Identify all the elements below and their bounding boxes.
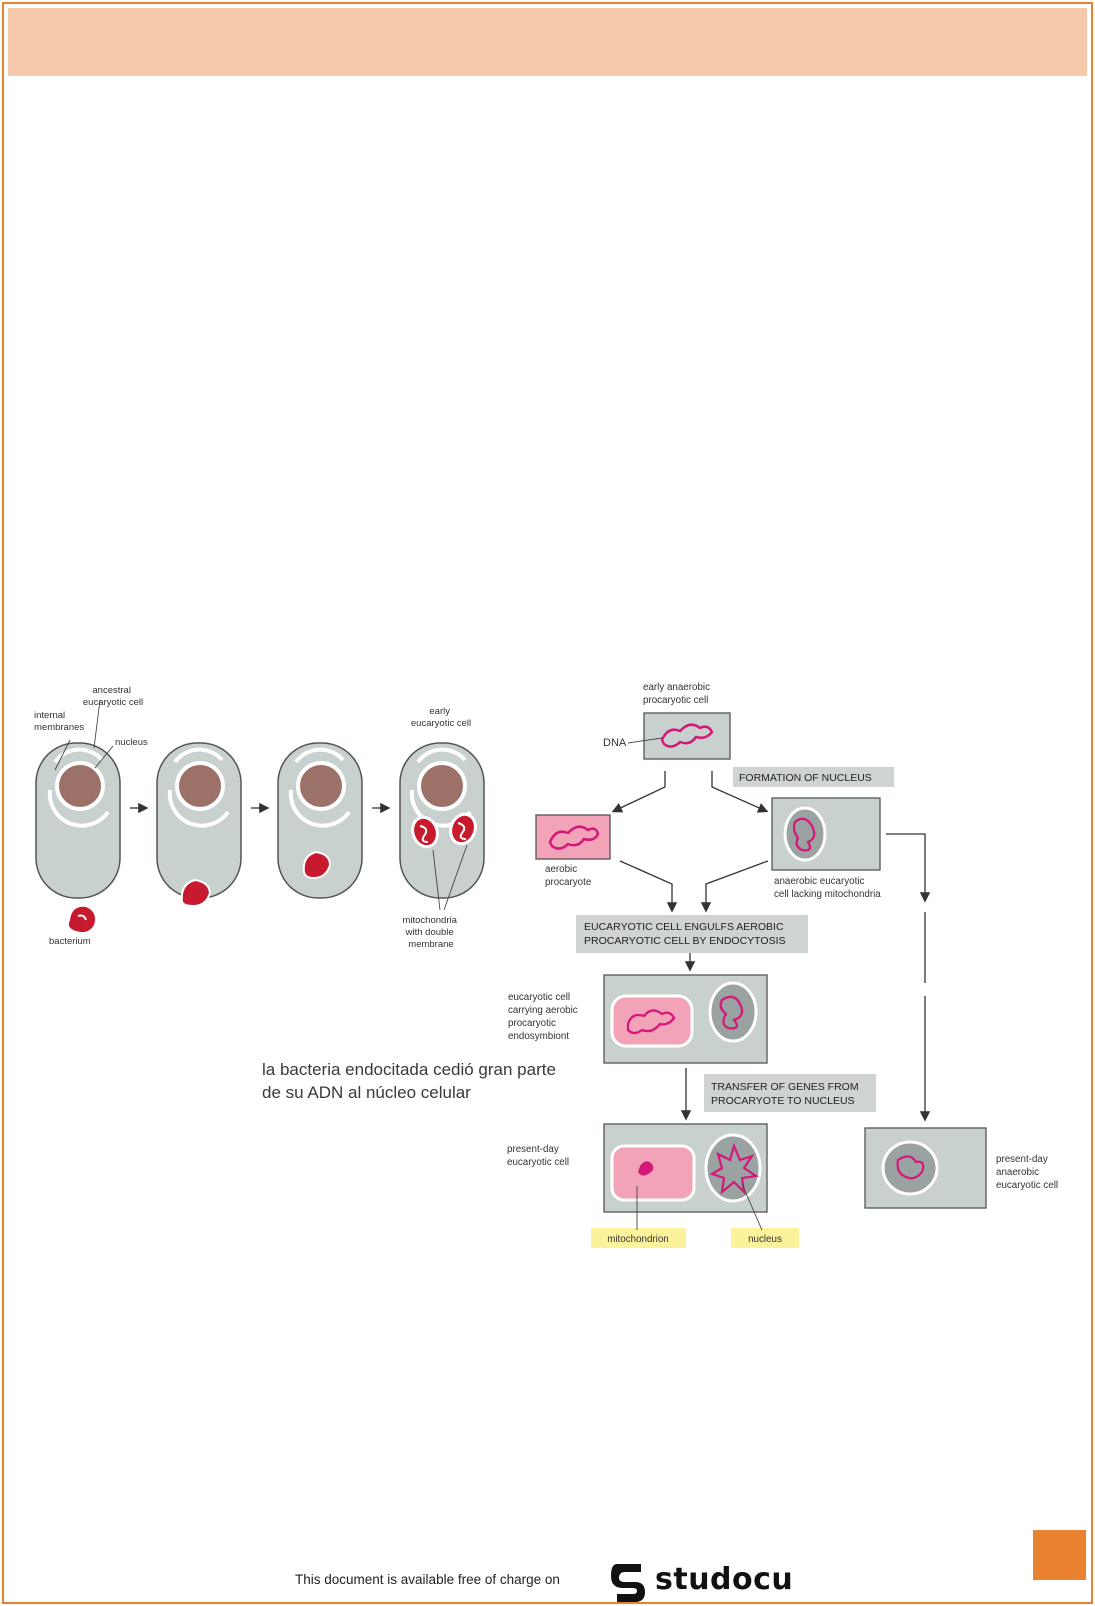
anaerobic-eucaryotic-cell	[771, 797, 881, 871]
label-early-anaerobic: early anaerobic procaryotic cell	[643, 682, 713, 706]
label-present-day-anaerobic: present-day anaerobic eucaryotic cell	[996, 1154, 1058, 1191]
label-ancestral-line: eucaryotic cell	[83, 697, 143, 708]
label-anaerobic-eucaryotic-line: cell lacking mitochondria	[774, 889, 881, 900]
label-transfer-line: PROCARYOTE TO NUCLEUS	[711, 1095, 855, 1107]
label-early-eucaryotic-line: early	[429, 706, 450, 717]
label-present-day-line: eucaryotic cell	[507, 1157, 569, 1168]
label-nucleus-left: nucleus	[115, 737, 148, 748]
left-figure	[35, 699, 485, 933]
label-present-day-anaerobic-line: eucaryotic cell	[996, 1180, 1058, 1191]
label-carrying-line: carrying aerobic	[508, 1005, 578, 1016]
label-early-eucaryotic: early eucaryotic cell	[411, 706, 471, 729]
label-present-day-line: present-day	[507, 1144, 559, 1155]
label-formation-of-nucleus: FORMATION OF NUCLEUS	[739, 772, 872, 784]
transfer-box	[704, 1074, 876, 1112]
label-mitochondria-line: mitochondria	[402, 915, 457, 926]
label-early-anaerobic-line: procaryotic cell	[643, 695, 708, 706]
label-early-anaerobic-line: early anaerobic	[643, 682, 710, 693]
caption: la bacteria endocitada cedió gran parte …	[262, 1060, 556, 1102]
intermediate-cell	[277, 742, 363, 899]
label-mitochondrion: mitochondrion	[607, 1234, 669, 1245]
early-eucaryotic-cell	[399, 742, 485, 899]
label-mitochondria-line: with double	[405, 927, 454, 938]
label-carrying-line: endosymbiont	[508, 1031, 569, 1042]
engulfing-cell	[156, 742, 242, 908]
right-labels: early anaerobic procaryotic cell DNA FOR…	[507, 682, 1058, 1245]
nucleus-highlight	[731, 1228, 799, 1248]
label-present-day: present-day eucaryotic cell	[507, 1144, 569, 1168]
present-day-anaerobic-cell	[864, 1127, 987, 1209]
footer: This document is available free of charg…	[295, 1560, 815, 1604]
bacterium	[68, 906, 95, 933]
label-present-day-anaerobic-line: anaerobic	[996, 1167, 1039, 1178]
present-day-cell	[603, 1123, 768, 1213]
engulfs-box	[576, 915, 808, 953]
label-bacterium: bacterium	[49, 936, 91, 947]
label-internal-membranes-line: membranes	[34, 722, 84, 733]
aerobic-procaryote	[535, 814, 611, 860]
label-transfer: TRANSFER OF GENES FROM PROCARYOTE TO NUC…	[711, 1081, 862, 1107]
label-mitochondria-line: membrane	[408, 939, 453, 950]
studocu-brand-name[interactable]: studocu	[655, 1562, 794, 1597]
label-internal-membranes-line: internal	[34, 710, 65, 721]
label-engulfs-line: EUCARYOTIC CELL ENGULFS AEROBIC	[584, 921, 784, 933]
label-early-eucaryotic-line: eucaryotic cell	[411, 718, 471, 729]
label-aerobic-procaryote-line: aerobic	[545, 864, 577, 875]
label-transfer-line: TRANSFER OF GENES FROM	[711, 1081, 859, 1093]
label-mitochondria-double: mitochondria with double membrane	[402, 915, 459, 950]
ancestral-cell	[35, 742, 121, 899]
label-aerobic-procaryote-line: procaryote	[545, 877, 592, 888]
left-labels: ancestral eucaryotic cell internal membr…	[34, 685, 471, 950]
left-leader-lines	[54, 699, 468, 911]
formation-of-nucleus-box	[733, 767, 894, 787]
label-aerobic-procaryote: aerobic procaryote	[545, 864, 592, 888]
page-number-box	[1033, 1530, 1086, 1580]
footer-text: This document is available free of charg…	[295, 1572, 560, 1587]
label-internal-membranes: internal membranes	[34, 710, 84, 733]
label-present-day-anaerobic-line: present-day	[996, 1154, 1048, 1165]
label-anaerobic-eucaryotic: anaerobic eucaryotic cell lacking mitoch…	[774, 876, 881, 900]
label-ancestral: ancestral eucaryotic cell	[83, 685, 143, 708]
label-carrying-endosymbiont: eucaryotic cell carrying aerobic procary…	[508, 992, 580, 1042]
mitochondrion-highlight	[591, 1228, 686, 1248]
header-band	[8, 8, 1087, 76]
label-engulfs: EUCARYOTIC CELL ENGULFS AEROBIC PROCARYO…	[584, 921, 786, 947]
label-ancestral-line: ancestral	[92, 685, 131, 696]
label-anaerobic-eucaryotic-line: anaerobic eucaryotic	[774, 876, 865, 887]
label-nucleus-right: nucleus	[748, 1234, 782, 1245]
studocu-logo-icon[interactable]	[607, 1560, 651, 1604]
early-anaerobic-cell	[643, 712, 731, 760]
label-engulfs-line: PROCARYOTIC CELL BY ENDOCYTOSIS	[584, 935, 786, 947]
label-dna: DNA	[603, 737, 627, 749]
endosymbiont-cell	[603, 974, 768, 1064]
label-carrying-line: eucaryotic cell	[508, 992, 570, 1003]
label-carrying-line: procaryotic	[508, 1018, 556, 1029]
right-figure	[535, 712, 987, 1248]
